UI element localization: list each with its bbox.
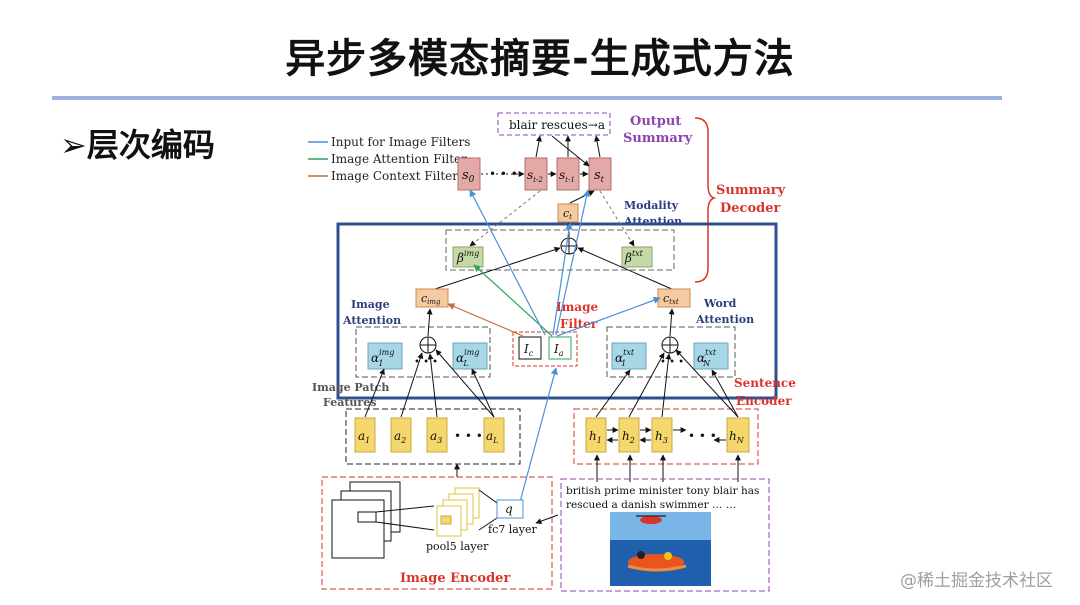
input-filter-line-s0	[469, 189, 546, 336]
image-patch-features-line1: Image Patch	[312, 381, 389, 394]
filter-Ic	[518, 336, 542, 360]
decoder-state-st2	[524, 157, 548, 191]
hidden-dots: • • •	[688, 429, 717, 443]
decoder-state-st-label: st	[594, 168, 605, 184]
input-text-line1: british prime minister tony blair has	[566, 485, 759, 497]
feature-dots: • • •	[454, 429, 483, 443]
image-filter-box	[512, 331, 578, 367]
legend: Input for Image Filters Image Attention …	[308, 135, 470, 183]
legend-input-label: Input for Image Filters	[331, 135, 470, 149]
modality-attention-box	[445, 229, 675, 271]
hidden-h3	[651, 417, 673, 453]
decoder-state-st1	[556, 157, 580, 191]
input-filter-line-ct	[552, 222, 573, 336]
circle-plus-icon	[661, 336, 679, 354]
fc7-label: fc7 layer	[488, 523, 538, 536]
image-patch-features-line2: Features	[323, 396, 376, 409]
feature-a2	[390, 417, 412, 453]
context-vector-ct-label: ct	[563, 207, 572, 221]
conv-projection-top	[375, 505, 435, 513]
conv-projection-bottom	[375, 521, 435, 531]
feature-a1	[354, 417, 376, 453]
input-image-layer-1	[331, 499, 385, 559]
image-filter-line2: Filter	[560, 317, 598, 331]
alpha-img-L	[452, 342, 488, 370]
image-attention-line2: Attention	[342, 314, 401, 327]
sentence-encoder-box	[573, 408, 759, 465]
bullet-heading: ➢层次编码	[60, 126, 215, 164]
input-filter-line-st	[555, 189, 591, 336]
modality-attention-line1: Modality	[624, 199, 679, 212]
filter-Ia-label: Ia	[553, 342, 564, 358]
alpha-txt-1	[611, 342, 647, 370]
alpha-img-1	[367, 342, 403, 370]
input-filter-line-ctxt	[556, 296, 661, 337]
receptive-field	[357, 511, 377, 523]
alpha-img-dots: • • •	[414, 357, 438, 368]
sentence-encoder-line2: Encoder	[736, 394, 792, 408]
legend-attention-label: Image Attention Filter	[331, 152, 467, 166]
output-sequence: blair rescues→a	[509, 118, 605, 132]
rescue-photo	[610, 512, 711, 586]
feature-aL	[483, 417, 505, 453]
image-attention-line1: Image	[351, 298, 390, 311]
context-vector-ct	[557, 203, 579, 223]
beta-txt	[621, 246, 653, 268]
feature-a3	[426, 417, 448, 453]
filter-Ia	[548, 336, 572, 360]
context-img	[415, 288, 449, 308]
title-divider	[52, 96, 1002, 100]
hidden-h2	[618, 417, 640, 453]
input-text-line2: rescued a danish swimmer … …	[566, 499, 736, 511]
decoder-state-st	[588, 157, 612, 191]
summary-decoder-line1: Summary	[716, 183, 786, 198]
decoder-dots: • • •	[489, 167, 518, 181]
filter-Ic-label: Ic	[523, 342, 534, 358]
legend-context-label: Image Context Filter	[331, 169, 458, 183]
circle-plus-icon	[560, 237, 578, 255]
photo-to-encoder-arrow	[535, 514, 559, 524]
modality-attention-line2: Attention	[623, 215, 682, 228]
pool5-label: pool5 layer	[426, 540, 489, 553]
word-attention-line2: Attention	[695, 313, 754, 326]
decoder-state-s0	[457, 157, 481, 191]
beta-img	[452, 246, 484, 268]
pool5-patch	[440, 515, 452, 525]
input-filter-line-q	[519, 367, 558, 503]
circle-plus-icon	[419, 336, 437, 354]
image-encoder-label: Image Encoder	[400, 571, 510, 586]
input-document-box	[560, 478, 770, 592]
output-summary-line1: Output	[630, 114, 681, 129]
slide-title: 异步多模态摘要-生成式方法	[285, 36, 795, 82]
image-filter-line1: Image	[556, 300, 598, 314]
context-filter-line	[447, 303, 524, 337]
decoder-brace	[694, 117, 717, 283]
hierarchical-encoding-frame	[336, 222, 778, 400]
alpha-txt-N	[693, 342, 729, 370]
image-patch-box	[345, 408, 521, 465]
output-summary-line2: Summary	[623, 131, 693, 146]
hidden-hN	[726, 417, 750, 453]
alpha-txt-dots: • • •	[660, 357, 684, 368]
hidden-h1	[585, 417, 607, 453]
output-summary-box	[497, 112, 611, 136]
summary-decoder-line2: Decoder	[720, 201, 780, 216]
fc7-q-label: q	[505, 502, 513, 516]
word-attention-line1: Word	[703, 297, 737, 310]
sentence-encoder-line1: Sentence	[734, 376, 796, 390]
image-attention-box	[355, 326, 491, 378]
watermark: @稀土掘金技术社区	[900, 571, 1053, 591]
fc7-q-box	[496, 499, 524, 519]
